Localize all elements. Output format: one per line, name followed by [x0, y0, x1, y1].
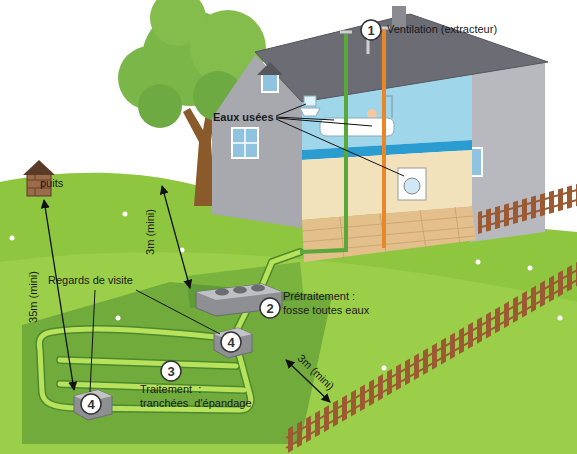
- leader-line: [276, 104, 404, 176]
- roof: [255, 14, 548, 102]
- dimension-label: 35m (mini): [26, 271, 40, 323]
- tree-crown: [150, 0, 206, 46]
- flower: [382, 366, 387, 371]
- tank-lid: [233, 287, 247, 294]
- pipe-outline: [60, 252, 300, 390]
- callout-circle-shape: [221, 332, 241, 352]
- fence-rail: [478, 190, 577, 228]
- callout-node: 4: [80, 393, 102, 415]
- trench-pipes: [39, 252, 300, 410]
- well-roof: [23, 160, 55, 175]
- dimension-arrow: [162, 186, 190, 288]
- flower: [123, 212, 128, 217]
- callout-number: 2: [259, 297, 281, 319]
- leader-lines: [90, 104, 404, 392]
- callout-number: 4: [80, 393, 102, 415]
- callout-number: 1: [360, 19, 382, 41]
- tile-floor: [302, 206, 476, 262]
- dimension-arrow: [44, 200, 74, 390]
- callout-number: 4: [220, 331, 242, 353]
- window: [232, 128, 258, 158]
- flower: [558, 316, 563, 321]
- sink: [300, 108, 320, 116]
- annotation-label: Eaux usées: [213, 110, 274, 124]
- dimension-label: 3m (mini): [143, 209, 157, 255]
- fence: [478, 184, 577, 234]
- waste-pipe: [300, 34, 346, 252]
- tank-lid: [251, 285, 265, 292]
- tank-lid: [215, 289, 229, 296]
- washer-door: [404, 178, 420, 194]
- dimension-label: 3m (mini): [295, 351, 338, 393]
- window-frame: [232, 128, 258, 158]
- annotation-label: puits: [40, 176, 63, 190]
- inspection-box: [74, 390, 112, 420]
- callout-circle-shape: [81, 394, 101, 414]
- vent-pipe: [382, 30, 386, 248]
- flower: [10, 236, 15, 241]
- tree-crown: [138, 84, 182, 128]
- callout-text: Traitement : tranchées d'épandage: [140, 382, 254, 410]
- callout-node: 4: [220, 331, 242, 353]
- callout-node: 2Prétraitement : fosse toutes eaux: [259, 297, 281, 319]
- inspection-box: [214, 328, 252, 358]
- washing-machine: [398, 168, 426, 200]
- callout-circle-shape: [361, 20, 381, 40]
- flower: [528, 266, 533, 271]
- leader-line: [90, 290, 220, 392]
- callout-node: 1Ventilation (extracteur): [360, 19, 382, 41]
- lawn-front: [0, 252, 577, 454]
- dormer-roof: [257, 62, 283, 75]
- annotation-label: Regards de visite: [48, 273, 133, 287]
- callout-circle-shape: [260, 298, 280, 318]
- callout-text: Prétraitement : fosse toutes eaux: [283, 289, 383, 317]
- pipe: [60, 252, 300, 390]
- flower: [476, 260, 481, 265]
- callout-circle-shape: [161, 361, 181, 381]
- callout-number: 3: [160, 360, 182, 382]
- flower: [116, 316, 121, 321]
- callout-node: 3Traitement : tranchées d'épandage: [160, 360, 182, 382]
- callout-text: Ventilation (extracteur): [387, 22, 497, 36]
